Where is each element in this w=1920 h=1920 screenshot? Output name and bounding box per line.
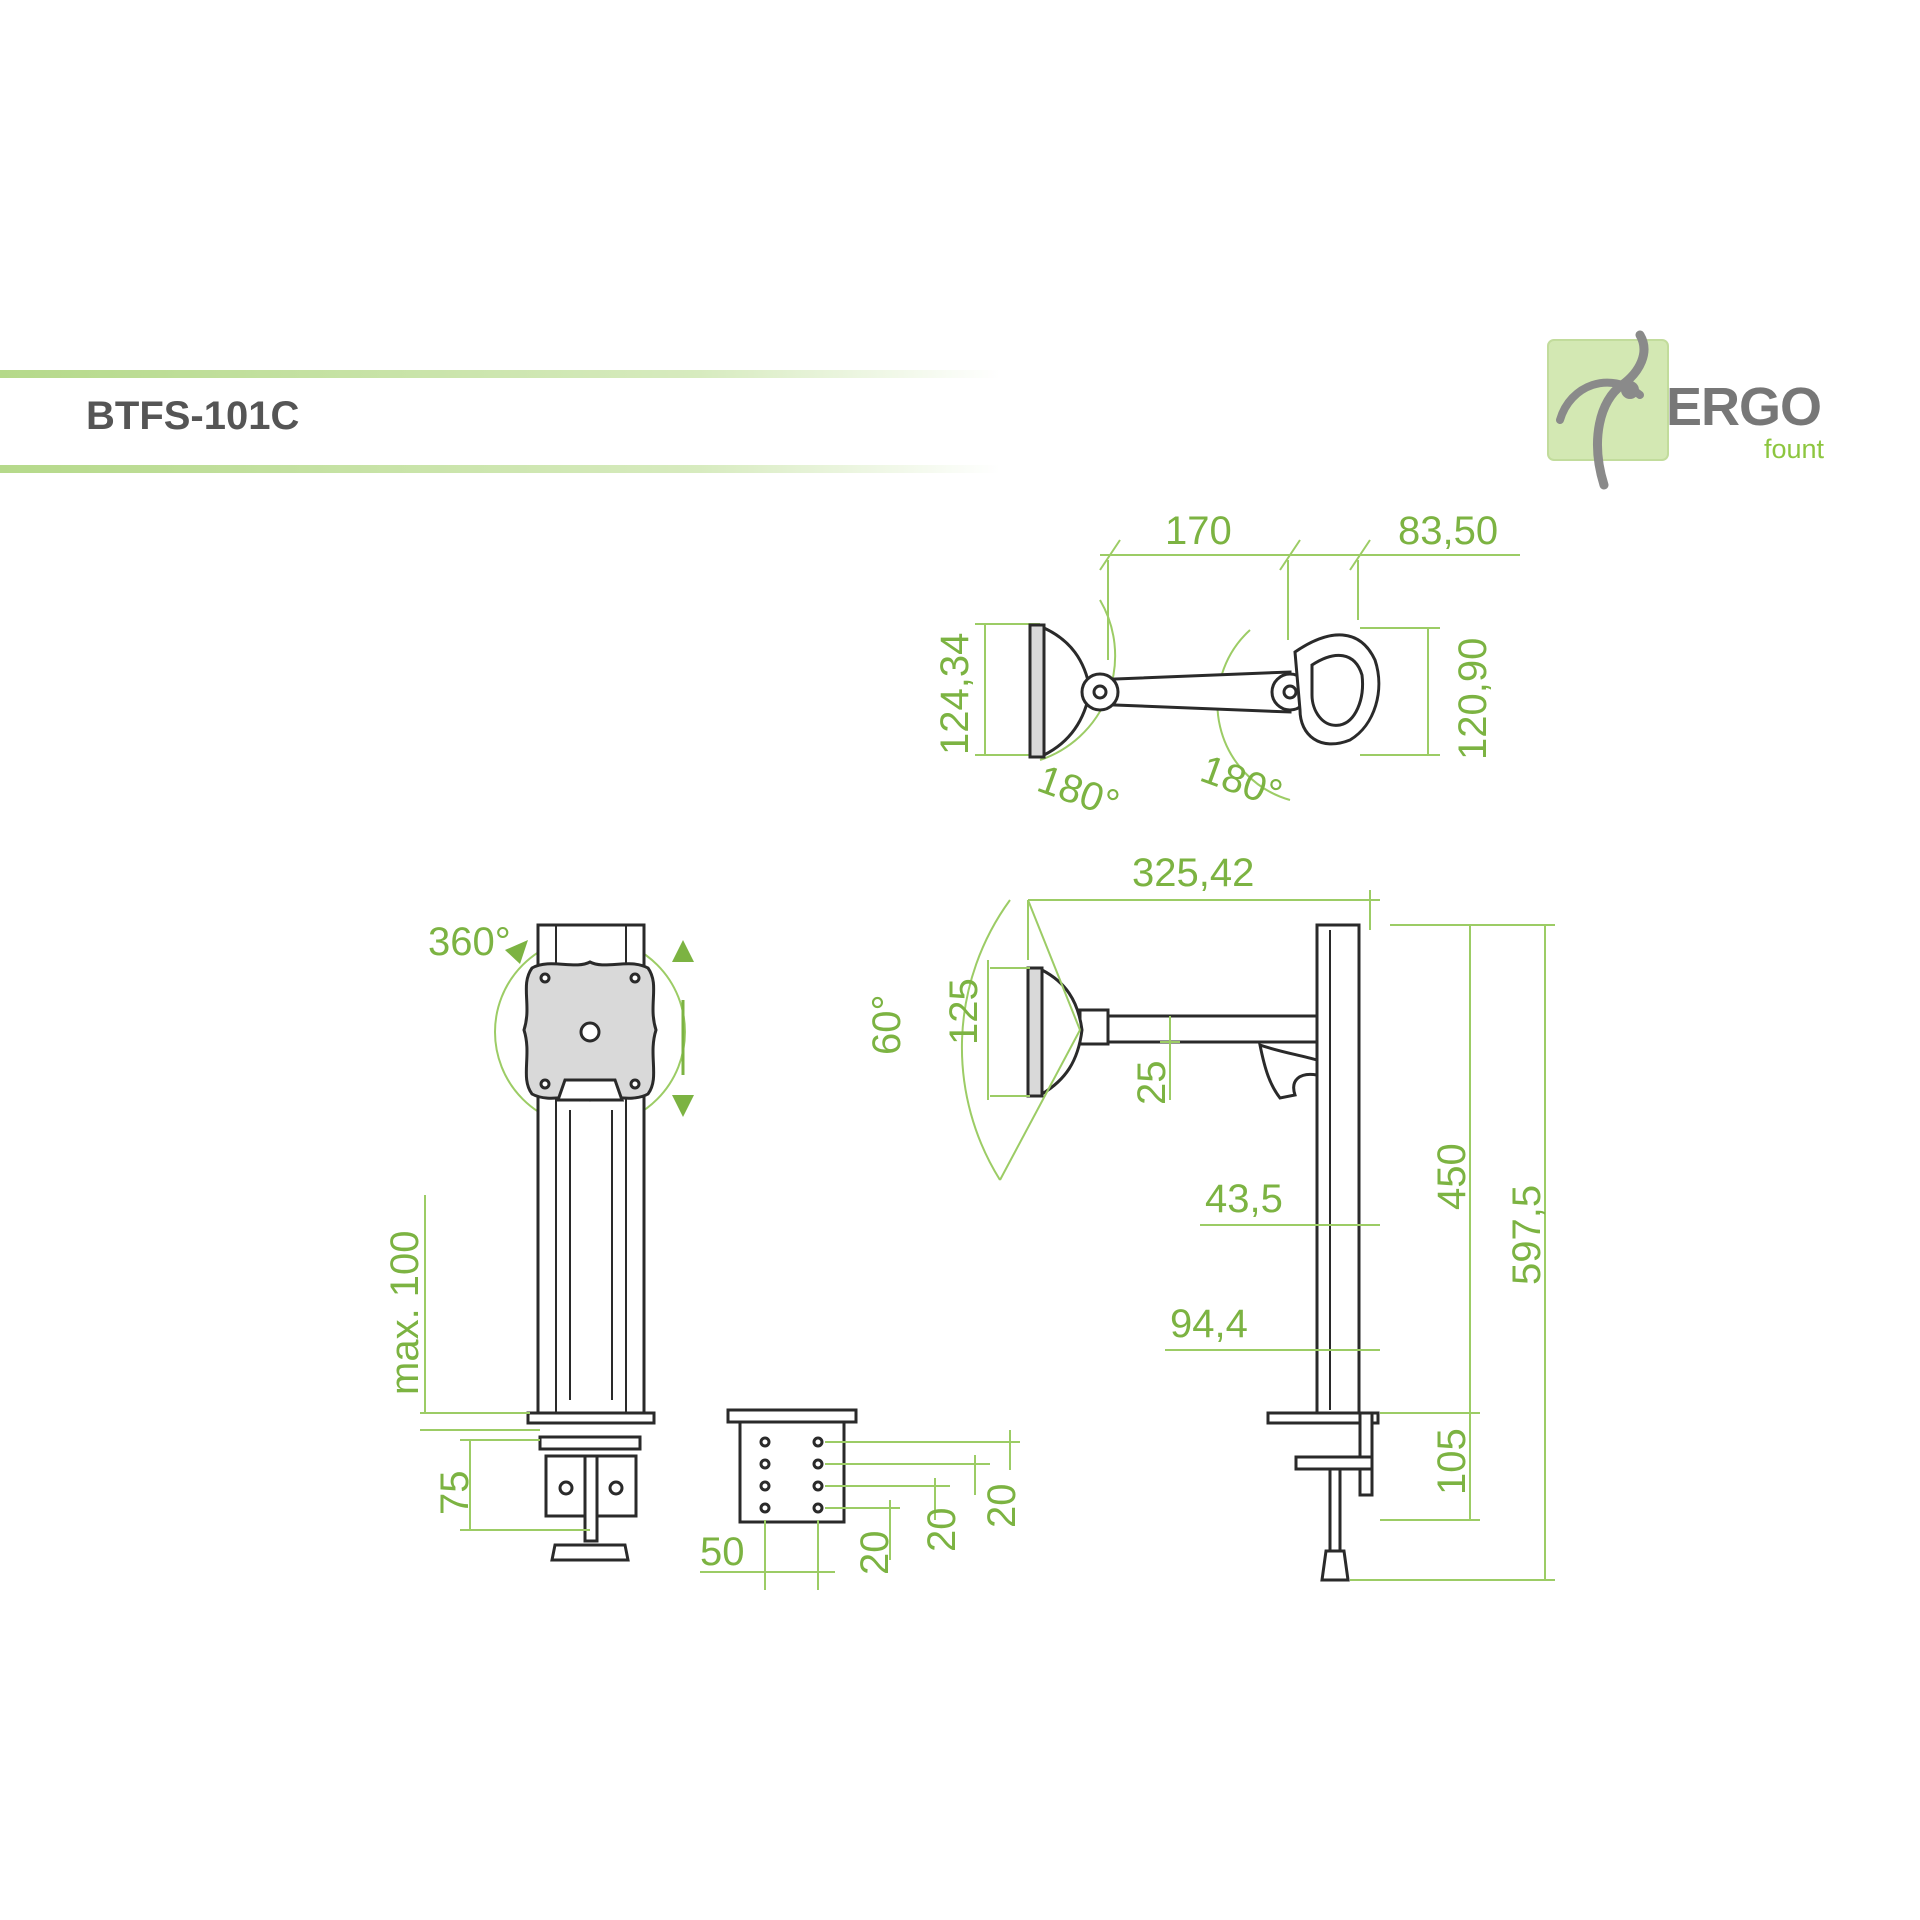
dim-top-height-right: 120,90: [1451, 638, 1495, 760]
dim-side-reach: 325,42: [1132, 851, 1254, 895]
dim-side-base-depth: 94,4: [1170, 1302, 1248, 1346]
ergofount-logo-emblem: [1547, 330, 1669, 490]
dim-top-width-arm: 170: [1165, 509, 1232, 553]
dim-top-angle-left: 180°: [1032, 757, 1125, 827]
dim-side-pole-width: 43,5: [1205, 1177, 1283, 1221]
dim-front-rotation: 360°: [428, 920, 511, 964]
model-title: BTFS-101C: [86, 394, 300, 438]
dim-top-width-end: 83,50: [1398, 509, 1498, 553]
dim-grommet-step-3: 20: [980, 1484, 1024, 1529]
dim-side-pole-height: 450: [1430, 1143, 1474, 1210]
dim-side-clamp-height: 105: [1430, 1428, 1474, 1495]
grommet-view: [700, 1408, 1020, 1590]
top-view: [975, 539, 1520, 801]
dim-top-angle-right: 180°: [1195, 747, 1288, 817]
dim-grommet-step-1: 20: [853, 1531, 897, 1576]
dim-top-height-left: 124,34: [933, 633, 977, 755]
dim-grommet-width: 50: [700, 1530, 745, 1574]
dim-side-total-height: 597,5: [1505, 1185, 1549, 1285]
logo-wordmark: ERGO: [1666, 377, 1822, 437]
front-view: [420, 923, 694, 1562]
dim-side-plate-height: 125: [942, 978, 986, 1045]
dim-grommet-step-2: 20: [920, 1508, 964, 1553]
dim-front-height-adjust: max. 100: [383, 1230, 427, 1395]
dim-front-clamp: 75: [433, 1471, 477, 1516]
dim-side-tilt: 60°: [865, 995, 909, 1056]
dim-side-arm-thickness: 25: [1130, 1061, 1174, 1106]
logo-submark: fount: [1764, 434, 1825, 464]
side-view: [960, 890, 1555, 1582]
header-bands: [0, 370, 1000, 473]
